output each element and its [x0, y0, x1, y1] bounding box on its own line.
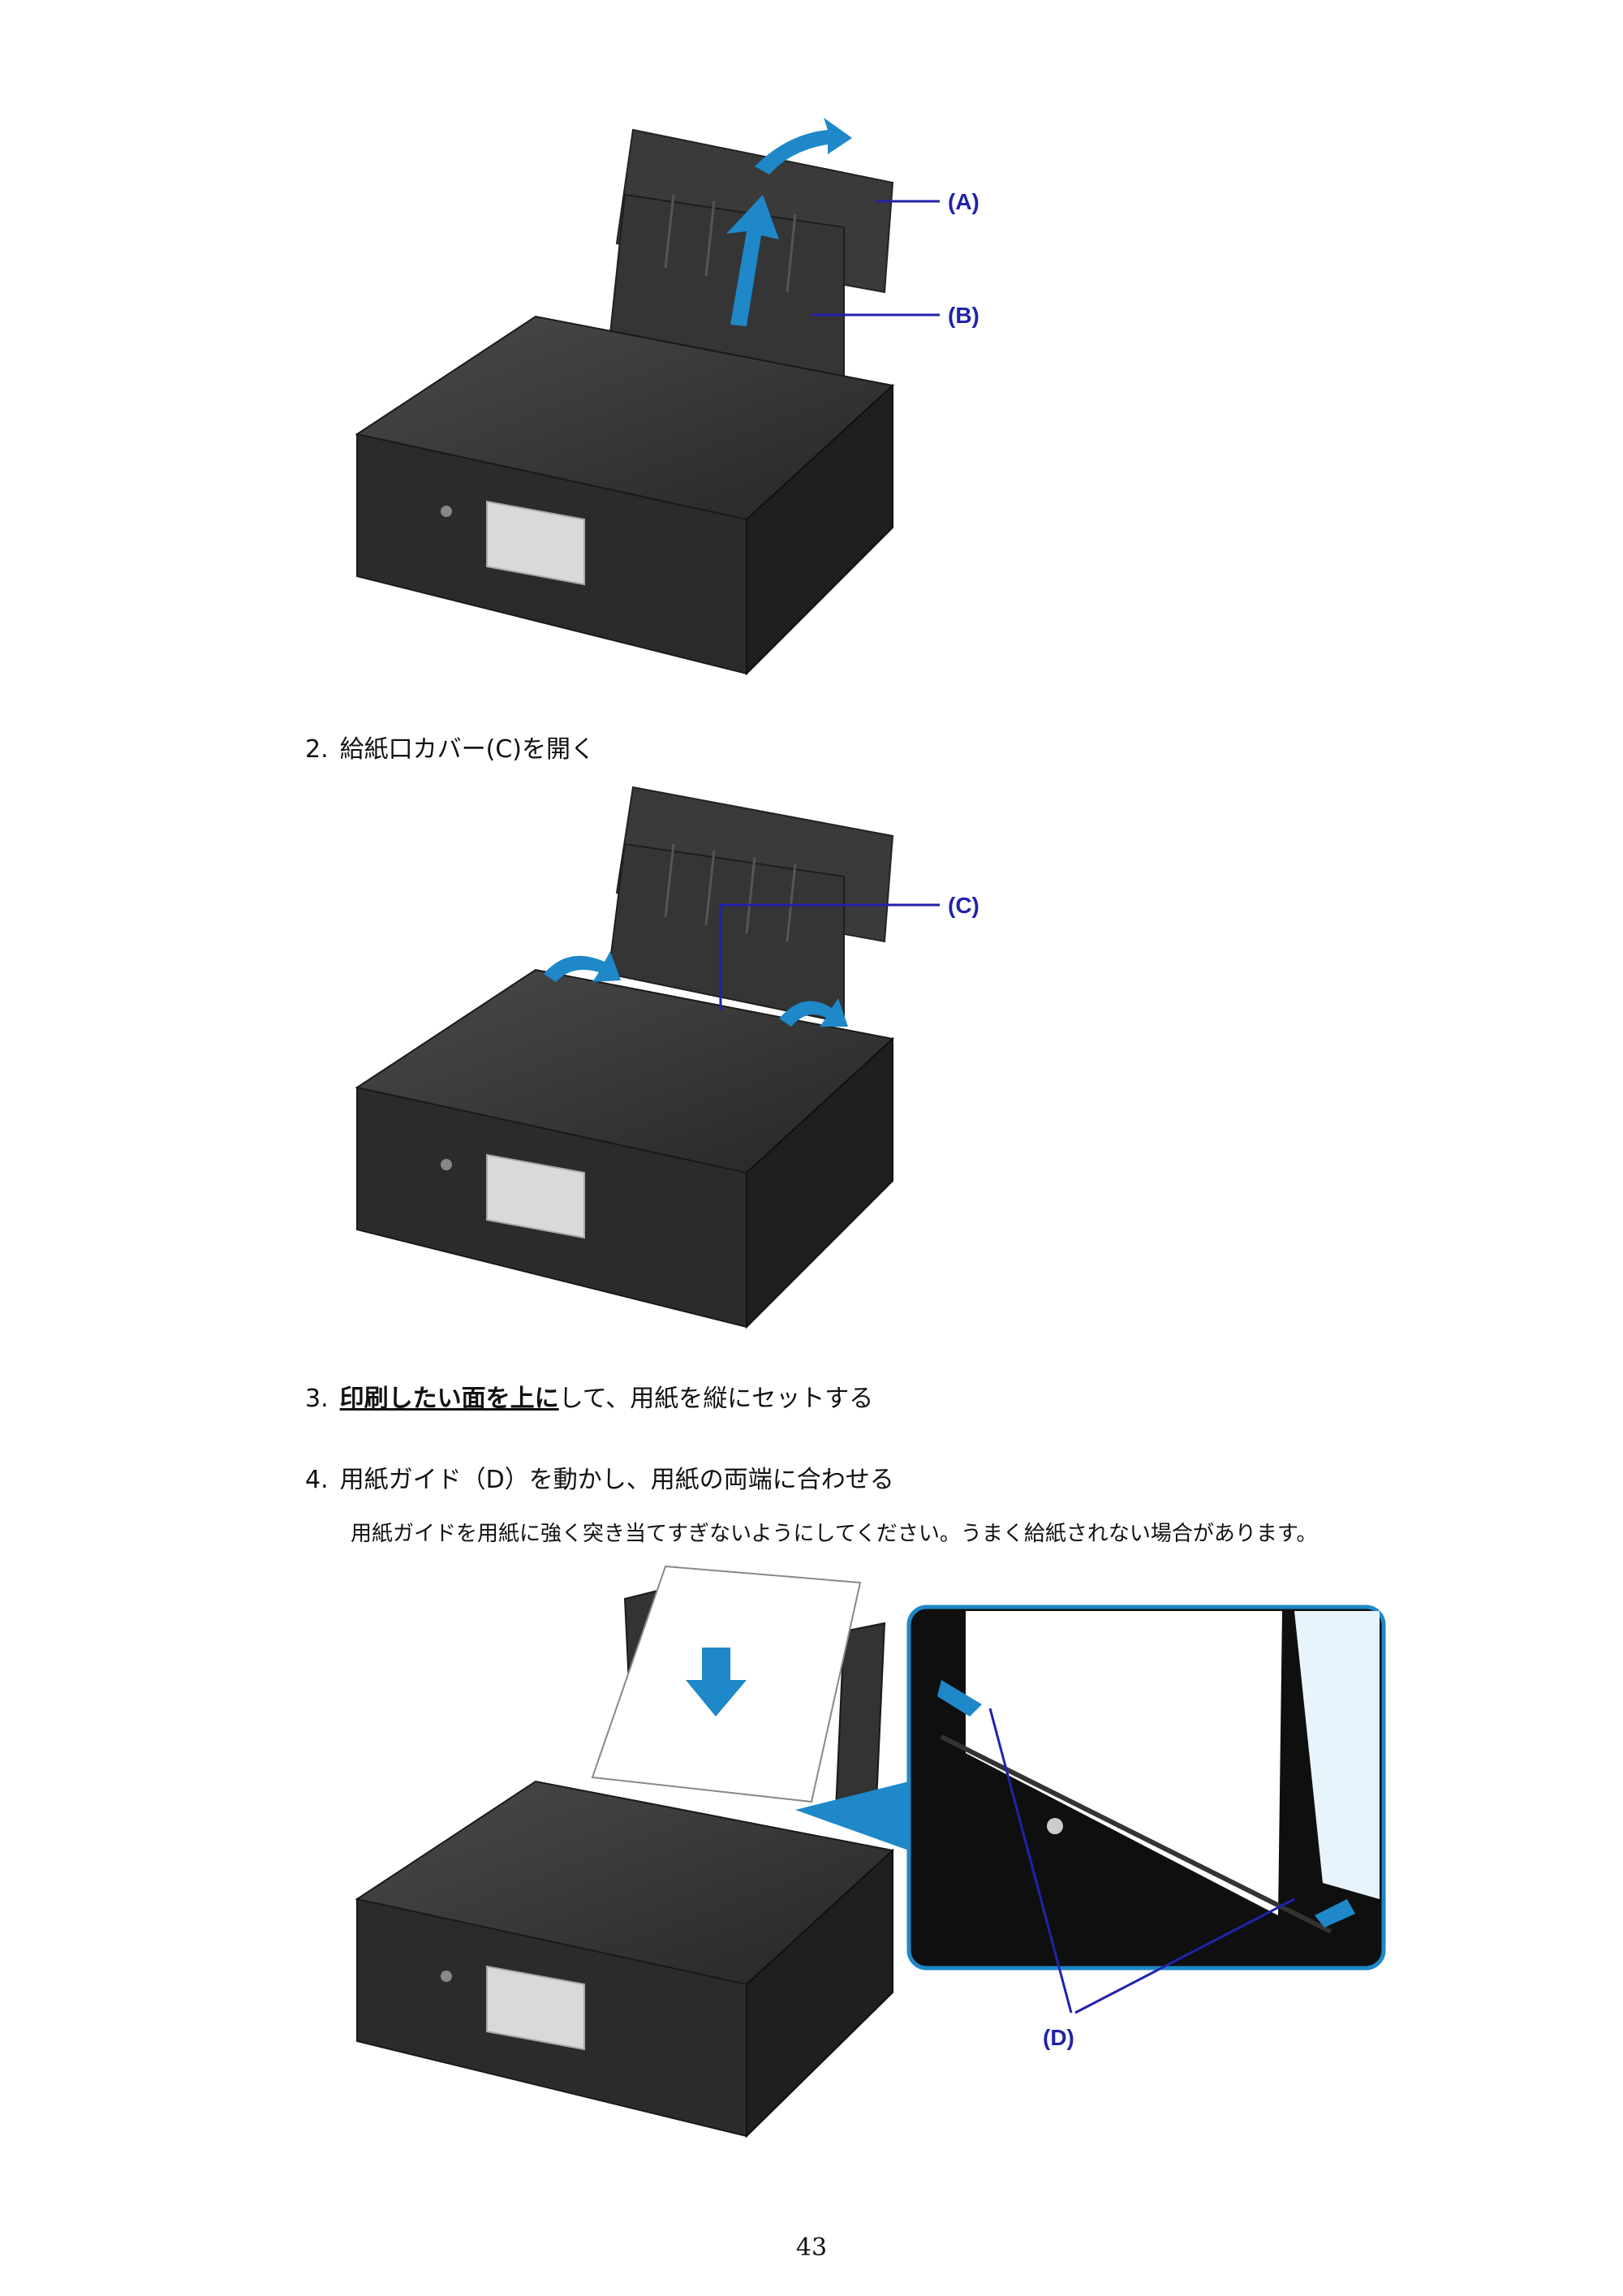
- step-3: 3. 印刷したい面を上にして、用紙を縦にセットする: [305, 1383, 873, 1415]
- label-c: (C): [948, 893, 979, 918]
- step-4-note: 用紙ガイドを用紙に強く突き当てすぎないようにしてください。うまく給紙されない場合…: [351, 1522, 1318, 1546]
- label-a: (A): [948, 189, 979, 214]
- step-2: 2. 給紙口カバー(C)を開く: [305, 734, 595, 766]
- step-3-bold-text: 印刷したい面を上に: [339, 1385, 559, 1413]
- step-3-number: 3.: [305, 1385, 329, 1413]
- step-4-number: 4.: [305, 1466, 329, 1494]
- step-4-text: 用紙ガイド（D）を動かし、用紙の両端に合わせる: [339, 1466, 894, 1494]
- printer-figure-feed-slot-cover: (C): [355, 786, 979, 1329]
- printer-figure-paper-support: (A) (B): [355, 118, 979, 676]
- label-d: (D): [1043, 2025, 1074, 2050]
- step-2-number: 2.: [305, 735, 329, 764]
- step-2-text: 給紙口カバー(C)を開く: [339, 735, 595, 764]
- page-number: 43: [795, 2234, 828, 2262]
- label-b: (B): [948, 303, 979, 328]
- printer-figure-paper-guides: (D): [355, 1565, 1386, 2139]
- step-4: 4. 用紙ガイド（D）を動かし、用紙の両端に合わせる: [305, 1464, 894, 1497]
- step-3-text: して、用紙を縦にセットする: [558, 1385, 874, 1413]
